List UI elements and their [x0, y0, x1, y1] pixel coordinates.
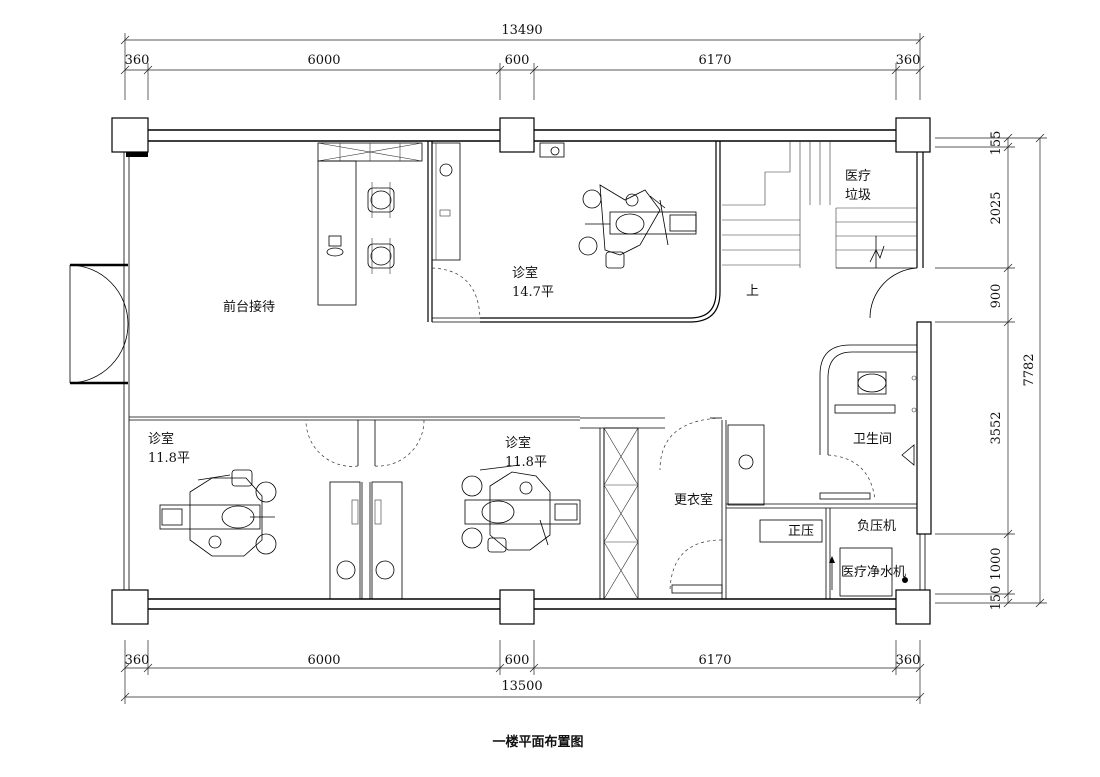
top-dim-2: 6000 — [307, 53, 340, 68]
drawing-caption: 一楼平面布置图 — [492, 734, 583, 750]
top-dimensions: 13490 360 6000 600 6170 360 — [120, 23, 925, 100]
right-dim-1: 155 — [989, 131, 1004, 156]
label-clinic-mid-area: 11.8平 — [505, 455, 547, 470]
top-dim-1: 360 — [125, 53, 150, 68]
label-medical-waste-2: 垃圾 — [845, 188, 871, 203]
bottom-dim-2: 6000 — [307, 653, 340, 668]
bottom-dim-4: 6170 — [698, 653, 731, 668]
right-dim-2: 2025 — [989, 191, 1004, 224]
bottom-dim-3: 600 — [505, 653, 530, 668]
bottom-dim-1: 360 — [125, 653, 150, 668]
lower-clinic-doors-and-sinks — [305, 419, 425, 600]
label-clinic-left-area: 11.8平 — [148, 451, 190, 466]
right-dimensions: 155 2025 900 3552 1000 150 7782 — [935, 131, 1047, 611]
reception-chair-2 — [367, 238, 395, 274]
label-negative-pressure: 负压机 — [857, 519, 896, 534]
label-medical-waste-1: 医疗 — [845, 169, 871, 184]
left-clinic-dental-chair — [159, 469, 277, 557]
label-positive-pressure: 正压 — [788, 524, 814, 539]
staircase — [722, 141, 918, 319]
right-dim-5: 1000 — [989, 547, 1004, 580]
reception-chair-1 — [367, 182, 395, 218]
mid-clinic-dental-chair — [461, 464, 581, 553]
label-clinic-mid: 诊室 — [505, 435, 531, 451]
top-dim-4: 6170 — [698, 53, 731, 68]
bottom-total-dim: 13500 — [501, 679, 542, 694]
structural-columns — [111, 117, 931, 625]
right-dim-3: 900 — [989, 284, 1004, 309]
entrance-double-door — [69, 263, 129, 385]
top-clinic-dental-chair — [578, 184, 697, 269]
top-total-dim: 13490 — [501, 23, 542, 38]
top-dim-3: 600 — [505, 53, 530, 68]
right-dim-4: 3552 — [989, 411, 1004, 444]
label-changing-room: 更衣室 — [674, 492, 713, 508]
label-clinic-left: 诊室 — [148, 431, 174, 447]
label-restroom: 卫生间 — [853, 432, 892, 447]
reception-desk — [317, 142, 423, 306]
label-clinic-top-area: 14.7平 — [512, 285, 554, 300]
changing-room-fixtures — [659, 371, 917, 597]
top-clinic-cabinet — [431, 142, 565, 319]
label-stair-up: 上 — [746, 284, 759, 299]
right-total-dim: 7782 — [1022, 353, 1037, 386]
top-dim-5: 360 — [896, 53, 921, 68]
bottom-dimensions: 360 6000 600 6170 360 13500 — [120, 640, 925, 704]
label-clinic-top: 诊室 — [512, 265, 538, 281]
right-dim-6: 150 — [989, 586, 1004, 611]
room-labels: 前台接待 诊室 14.7平 诊室 11.8平 诊室 11.8平 医疗 垃圾 上 … — [148, 169, 906, 580]
bottom-dim-5: 360 — [896, 653, 921, 668]
storage-cabinet-column — [603, 427, 639, 600]
label-reception: 前台接待 — [223, 299, 275, 315]
label-water-purifier: 医疗净水机 — [841, 565, 906, 580]
